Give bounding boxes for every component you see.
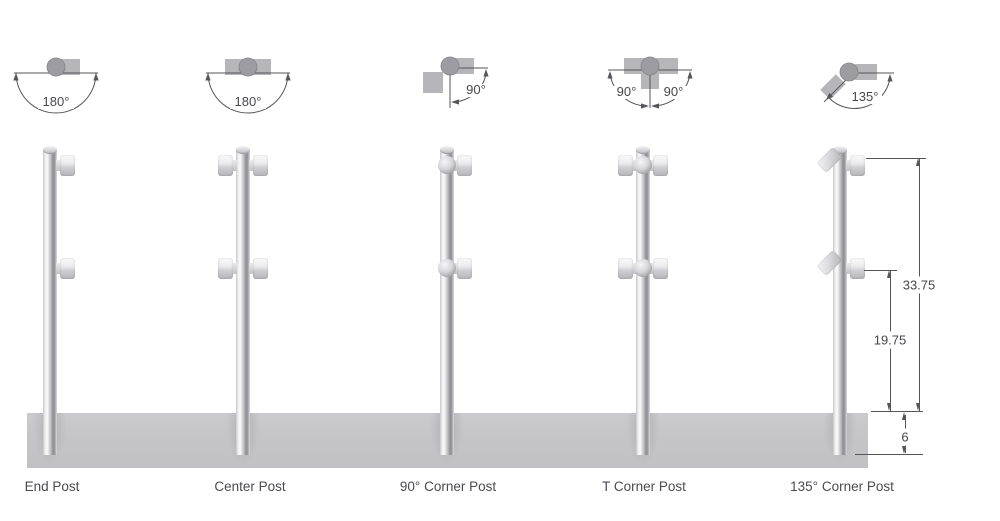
front-rail-connector-ball bbox=[634, 156, 652, 174]
dimension-label-lower: 19.75 bbox=[870, 331, 910, 349]
angle-label: 90° bbox=[466, 82, 486, 97]
label-mask bbox=[230, 95, 266, 109]
post-cap bbox=[43, 146, 57, 154]
extension-line-top bbox=[866, 158, 926, 159]
connector-stub bbox=[231, 263, 237, 274]
arrowhead bbox=[916, 403, 921, 411]
rail-connector bbox=[653, 155, 668, 176]
post-label-end: End Post bbox=[24, 479, 80, 494]
arrowhead bbox=[887, 74, 893, 82]
extension-line-bottom bbox=[855, 454, 923, 455]
rail-connector bbox=[60, 258, 75, 279]
t-corner-post-illustration bbox=[636, 150, 650, 455]
post-topview-circle bbox=[46, 57, 66, 77]
extension-line-deck bbox=[871, 411, 923, 412]
angle-arc bbox=[207, 72, 289, 114]
post-cap bbox=[440, 146, 454, 154]
dimension-label-embed: 6 bbox=[898, 428, 912, 446]
connector-stub bbox=[56, 160, 62, 171]
post-label-90-corner: 90° Corner Post bbox=[399, 479, 497, 494]
connector-stub bbox=[649, 160, 655, 171]
arrowhead bbox=[902, 446, 907, 454]
label-mask bbox=[613, 86, 640, 99]
rail-connector bbox=[618, 258, 633, 279]
rail-connector bbox=[850, 155, 865, 176]
rail-connector bbox=[457, 258, 472, 279]
angle-arc bbox=[828, 77, 891, 109]
angle-arc bbox=[15, 72, 97, 114]
connector-stub bbox=[56, 263, 62, 274]
connector-stub bbox=[649, 263, 655, 274]
arrowhead bbox=[641, 103, 649, 109]
post-cap bbox=[833, 146, 847, 154]
end-post-180-topview-icon: 180° bbox=[13, 57, 99, 114]
label-mask bbox=[38, 95, 74, 109]
connector-stub bbox=[249, 263, 255, 274]
center-post-illustration bbox=[236, 150, 250, 455]
rail-connector bbox=[60, 155, 75, 176]
arrowhead bbox=[887, 403, 892, 411]
angle-label: 180° bbox=[235, 94, 262, 109]
angle-label: 90° bbox=[617, 84, 637, 99]
arrowhead bbox=[205, 73, 211, 81]
rail-connector bbox=[253, 258, 268, 279]
center-post-180-topview-icon: 180° bbox=[205, 57, 291, 114]
135-corner-post-illustration bbox=[833, 150, 847, 455]
rail-stub-rect bbox=[423, 72, 443, 93]
arrowhead bbox=[451, 99, 459, 105]
connector-stub bbox=[453, 263, 459, 274]
rail-connector bbox=[218, 155, 233, 176]
rail-connector bbox=[850, 258, 865, 279]
post-label-t-corner: T Corner Post bbox=[602, 479, 686, 494]
post-topview-circle bbox=[640, 56, 660, 76]
angle-label: 90° bbox=[664, 84, 684, 99]
post-topview-circle bbox=[839, 62, 859, 82]
arrowhead bbox=[687, 71, 693, 79]
connector-stub bbox=[231, 160, 237, 171]
end-post-illustration bbox=[43, 150, 57, 455]
label-mask bbox=[660, 86, 687, 99]
connector-stub bbox=[846, 160, 852, 171]
rail-connector bbox=[653, 258, 668, 279]
angle-label: 180° bbox=[43, 94, 70, 109]
t-corner-post-topview-icon: 90° 90° bbox=[607, 56, 693, 109]
angle-label: 135° bbox=[852, 89, 879, 104]
arrowhead bbox=[93, 73, 99, 81]
arrowhead bbox=[13, 73, 19, 81]
post-cap bbox=[236, 146, 250, 154]
label-mask bbox=[848, 90, 882, 104]
rail-connector bbox=[218, 258, 233, 279]
arrowhead bbox=[902, 412, 907, 420]
extension-line-mid bbox=[864, 270, 897, 271]
rail-stub-rect bbox=[855, 64, 877, 80]
135-corner-post-topview-icon: 135° bbox=[820, 62, 894, 109]
arrowhead bbox=[285, 73, 291, 81]
arrowhead bbox=[916, 158, 921, 166]
arrowhead bbox=[651, 103, 659, 109]
post-label-center: Center Post bbox=[214, 479, 286, 494]
90-corner-post-illustration bbox=[440, 150, 454, 455]
connector-stub bbox=[249, 160, 255, 171]
90-corner-post-topview-icon: 90° bbox=[423, 56, 490, 108]
rail-connector bbox=[618, 155, 633, 176]
post-cap bbox=[636, 146, 650, 154]
front-rail-connector-ball bbox=[438, 156, 456, 174]
connector-stub bbox=[846, 263, 852, 274]
front-rail-connector-ball bbox=[634, 259, 652, 277]
arrowhead bbox=[887, 270, 892, 278]
dimension-line-embed bbox=[905, 415, 906, 429]
post-topview-circle bbox=[440, 56, 460, 76]
connector-stub bbox=[453, 160, 459, 171]
rail-stub-rect-angled bbox=[820, 74, 846, 100]
arrowhead bbox=[483, 69, 489, 77]
label-mask bbox=[463, 84, 490, 97]
post-topview-circle bbox=[238, 57, 258, 77]
dimension-label-overall: 33.75 bbox=[899, 276, 939, 294]
arrowhead bbox=[607, 71, 613, 79]
arrowhead bbox=[826, 92, 834, 100]
post-label-135-corner: 135° Corner Post bbox=[790, 479, 894, 494]
rail-connector bbox=[457, 155, 472, 176]
rail-connector bbox=[253, 155, 268, 176]
front-rail-connector-ball bbox=[438, 259, 456, 277]
